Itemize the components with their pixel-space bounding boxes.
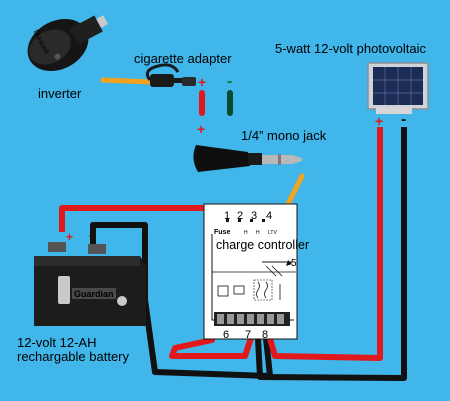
cigarette-adapter [145,63,196,87]
terminal-4-label: 4 [266,210,272,222]
adapter-green-lead [227,90,233,116]
terminal-1-label: 1 [224,210,230,222]
charge-controller-label: charge controller [216,238,309,252]
adapter-plus-sign: + [198,74,206,90]
inverter-label: inverter [38,86,82,101]
battery-minus-sign: - [89,227,94,243]
battery-label-line2: rechargable battery [17,349,130,364]
terminal-5-label: 5 [291,258,297,269]
terminal-6-label: 6 [223,329,229,341]
battery-label-line1: 12-volt 12-AH [17,335,96,350]
terminal-7-label: 7 [245,329,251,341]
photovoltaic-panel [367,62,429,114]
inverter-unit [27,15,109,71]
jack-plus-sign: + [197,121,205,137]
battery-plus-sign: + [66,230,73,244]
inverter-orange-cable [100,77,153,85]
photovoltaic-label: 5-watt 12-volt photovoltaic [275,41,427,56]
pv-minus-sign: - [401,111,406,128]
pv-plus-sign: + [375,113,383,129]
terminal-2-label: 2 [237,210,243,222]
mono-jack-label: 1/4” mono jack [241,128,327,143]
svg-text:H: H [256,230,260,236]
terminal-8-label: 8 [262,329,268,341]
adapter-minus-sign: - [227,73,232,90]
svg-text:H: H [244,230,248,236]
charge-controller: H H LTV [203,203,298,340]
battery-logo: Guardian [74,289,114,299]
pv-positive-wire [267,127,383,361]
mono-jack [193,145,302,172]
adapter-red-lead [199,90,205,116]
battery [34,242,146,326]
fuse-label: Fuse [214,229,230,236]
pv-negative-wire [255,127,407,381]
svg-text:LTV: LTV [268,230,277,236]
terminal-3-label: 3 [251,210,257,222]
cigarette-adapter-label: cigarette adapter [134,51,232,66]
battery-positive-wire [59,205,254,359]
